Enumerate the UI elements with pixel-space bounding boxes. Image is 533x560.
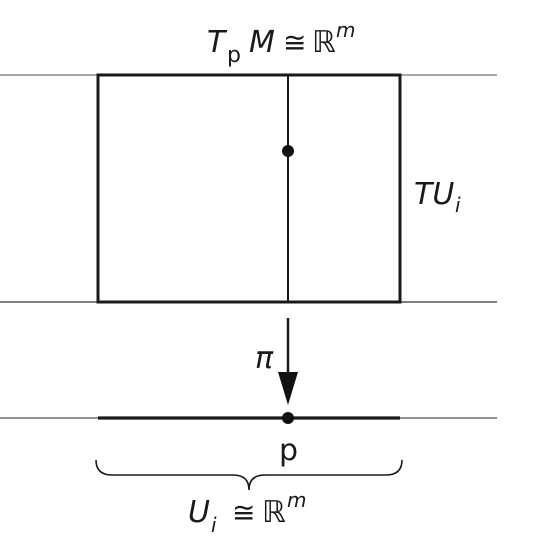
chart-brace	[95, 459, 403, 491]
fiber-label-cong: ≅	[283, 26, 306, 59]
fiber-label-R: ℝ	[312, 25, 336, 60]
chart-label-sup-m: m	[287, 488, 306, 512]
fiber-label-M: M	[249, 25, 275, 60]
bundle-box	[96, 73, 402, 304]
fiber-point	[282, 145, 294, 157]
fiber-label-sup-m: m	[336, 18, 355, 42]
projection-label-pi: π	[255, 341, 274, 376]
bundle-label-TU: TU	[414, 177, 454, 212]
chart-label-sub-i: i	[211, 513, 217, 537]
base-point-label-p: p	[279, 433, 298, 468]
chart-label-R: ℝ	[262, 495, 286, 530]
projection-arrowhead	[278, 372, 298, 405]
bundle-label-sub-i: i	[455, 193, 461, 217]
chart-label-cong: ≅	[232, 496, 255, 529]
fiber-label-sub-p: p	[227, 43, 241, 68]
fiber-label-T: T	[207, 25, 228, 60]
base-point	[282, 412, 294, 424]
chart-label-U: U	[188, 495, 210, 530]
